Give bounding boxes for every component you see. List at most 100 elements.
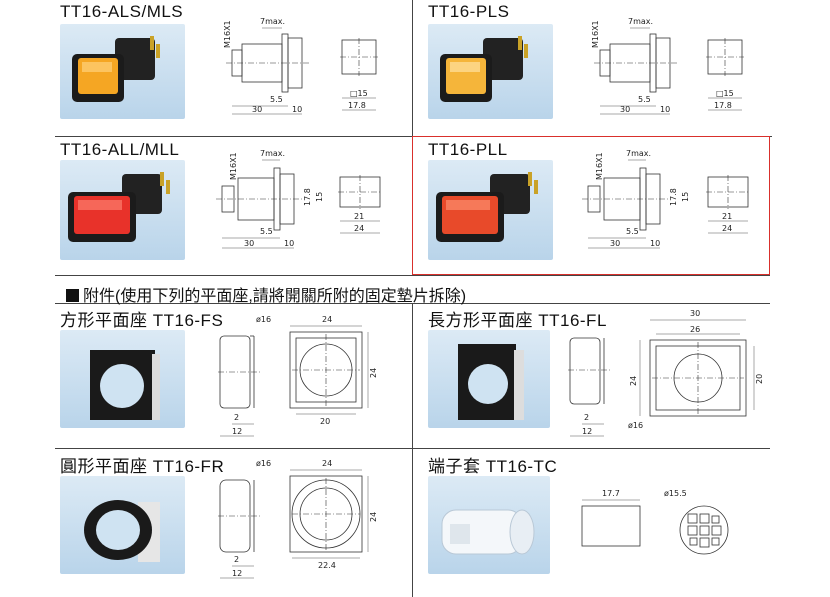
switch-amber-illustration-pls [440, 36, 528, 102]
photo-als-switch [60, 24, 185, 119]
dimension-label: 10 [650, 239, 660, 248]
drawing-fr-front: ø16 24 24 22.4 [256, 459, 378, 570]
terminal-cover-illustration [441, 509, 535, 555]
square-bezel-illustration [90, 350, 160, 420]
dim-d2: 30 [252, 105, 262, 114]
dimension-label: 12 [582, 427, 592, 436]
dimension-label: M16X1 [591, 20, 600, 48]
dimension-label: 30 [610, 239, 620, 248]
dimension-label: 5.5 [260, 227, 273, 236]
drawing-fl-side: 2 12 [568, 337, 612, 437]
drawing-pls-side: M16X1 7max. 5.5 30 10 [591, 17, 678, 115]
dimension-label: 30 [620, 105, 630, 114]
dimension-label: 7max. [628, 17, 653, 26]
switch-amber-illustration [72, 36, 160, 102]
dimension-label: 17.8 [714, 101, 732, 110]
dimension-label: 17.8 [303, 188, 312, 206]
photo-fl [428, 330, 550, 428]
dimension-label: M16X1 [595, 152, 604, 180]
dimension-label: 7max. [260, 149, 285, 158]
drawing-all-side: M16X1 7max. 17.8 15 5.5 30 10 [216, 149, 324, 249]
divider-horizontal-1 [55, 136, 415, 137]
dimension-label: 30 [690, 309, 700, 318]
dimension-label: 24 [722, 224, 732, 233]
drawing-fr-side: 2 12 [218, 479, 262, 579]
accessory-title-fl: 長方形平面座 TT16-FL [428, 311, 607, 330]
switch-red-illustration-pll [436, 172, 538, 242]
dimension-label: 5.5 [626, 227, 639, 236]
dimension-label: □15 [716, 89, 734, 98]
dimension-label: 30 [244, 239, 254, 248]
switch-red-illustration [68, 172, 170, 242]
drawing-fs-front: ø16 24 24 20 [256, 315, 378, 426]
divider-vertical-bottom [412, 303, 413, 597]
dimension-label: 2 [234, 413, 239, 422]
dimension-label: 21 [354, 212, 364, 221]
dimension-label: 10 [284, 239, 294, 248]
divider-horizontal-4 [55, 448, 770, 449]
section-title-pll: TT16-PLL [428, 140, 508, 159]
dimension-label: 24 [369, 512, 378, 522]
drawing-pll-front: 21 24 [706, 175, 750, 234]
drawing-als-front: □15 17.8 [340, 38, 378, 111]
dimension-label: 2 [234, 555, 239, 564]
dimension-label: 12 [232, 427, 242, 436]
dim-d1: 5.5 [270, 95, 283, 104]
highlight-box-pll [412, 136, 770, 275]
round-bezel-illustration [84, 500, 160, 562]
dimension-label: 20 [755, 374, 764, 384]
section-title-pls: TT16-PLS [428, 2, 510, 21]
photo-fr [60, 476, 185, 574]
dimension-label: 2 [584, 413, 589, 422]
square-bullet-icon [66, 289, 79, 302]
dimension-label: ø16 [256, 315, 271, 324]
dimension-label: 15 [681, 192, 690, 202]
dimension-label: 17.8 [669, 188, 678, 206]
drawing-pls-front: □15 17.8 [706, 38, 744, 111]
dimension-label: 20 [320, 417, 330, 426]
drawing-fl-front: 30 26 24 20 ø16 [628, 309, 764, 430]
drawing-pll-side: M16X1 7max. 17.8 15 5.5 30 10 [582, 149, 690, 249]
dim-thread: M16X1 [223, 20, 232, 48]
photo-pls-switch [428, 24, 553, 119]
accessories-heading-text: 附件(使用下列的平面座,請將開關所附的固定墊片拆除) [83, 288, 467, 305]
dimension-label: 15 [315, 192, 324, 202]
dimension-label: ø15.5 [664, 489, 687, 498]
dimension-label: 24 [322, 459, 332, 468]
divider-horizontal-2 [55, 275, 770, 276]
accessory-title-fr: 圓形平面座 TT16-FR [60, 457, 225, 476]
dimension-label: 22.4 [318, 561, 336, 570]
dimension-label: 7max. [626, 149, 651, 158]
drawing-als-side: M16X1 7max. 5.5 30 10 [223, 17, 310, 115]
drawing-fs-side: 2 12 [218, 335, 262, 437]
photo-tc [428, 476, 550, 574]
dimension-label: ø16 [628, 421, 643, 430]
dimension-label: 10 [660, 105, 670, 114]
photo-pll-switch [428, 160, 553, 260]
photo-all-switch [60, 160, 185, 260]
accessory-title-tc: 端子套 TT16-TC [428, 457, 558, 476]
dim-width: 17.8 [348, 101, 366, 110]
rect-bezel-illustration [458, 344, 524, 420]
dimension-label: 26 [690, 325, 700, 334]
dimension-label: 5.5 [638, 95, 651, 104]
dimension-label: 12 [232, 569, 242, 578]
dimension-label: 24 [629, 376, 638, 386]
dimension-label: ø16 [256, 459, 271, 468]
drawing-all-front: 21 24 [338, 175, 382, 234]
dimension-label: M16X1 [229, 152, 238, 180]
dim-max: 7max. [260, 17, 285, 26]
dimension-label: 21 [722, 212, 732, 221]
dimension-label: 17.7 [602, 489, 620, 498]
dimension-label: 24 [369, 368, 378, 378]
accessory-title-fs: 方形平面座 TT16-FS [60, 311, 224, 330]
accessories-heading: 附件(使用下列的平面座,請將開關所附的固定墊片拆除) [66, 282, 466, 306]
dimension-label: 24 [354, 224, 364, 233]
dim-d3: 10 [292, 105, 302, 114]
drawing-tc-side: 17.7 [581, 489, 641, 547]
dim-face: □15 [350, 89, 368, 98]
section-title-all: TT16-ALL/MLL [60, 140, 180, 159]
drawing-tc-front: ø15.5 [664, 489, 729, 555]
dimension-label: 24 [322, 315, 332, 324]
photo-fs [60, 330, 185, 428]
